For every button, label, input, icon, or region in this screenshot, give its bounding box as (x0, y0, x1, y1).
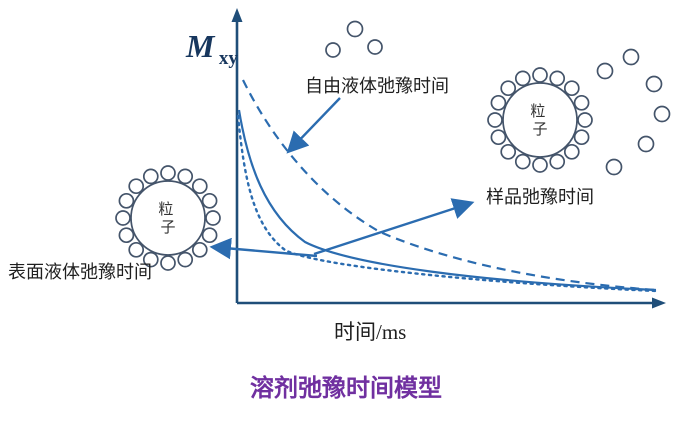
y-axis-label: M xy (185, 28, 238, 69)
x-axis-label: 时间/ms (334, 320, 406, 344)
left-particle-label: 粒 子 (158, 201, 177, 236)
right-particle: 粒 子 (487, 67, 593, 173)
molecule-icon (653, 105, 671, 123)
left-particle: 粒 子 (115, 165, 221, 271)
molecule-icon (637, 135, 655, 153)
molecule-icon (605, 158, 623, 176)
left-particle-core-icon (130, 180, 206, 256)
surface-liquid-curve (236, 114, 658, 293)
y-axis-arrow-icon (231, 8, 243, 22)
molecule-icon (645, 75, 663, 93)
molecule-icon (596, 62, 614, 80)
x-axis-arrow-icon (652, 297, 666, 309)
free-liquid-arrow-icon (286, 97, 341, 154)
sample-annotation: 样品弛豫时间 (486, 187, 594, 207)
sample-curve (237, 109, 657, 292)
molecule-icon (367, 39, 383, 55)
molecule-icon (346, 20, 364, 38)
right-particle-core-icon (502, 82, 578, 158)
free-molecules (325, 20, 671, 176)
free-liquid-annotation: 自由液体弛豫时间 (305, 76, 449, 96)
figure-title: 溶剂弛豫时间模型 (250, 374, 442, 402)
surface-liquid-arrow-icon (209, 237, 318, 260)
sample-arrow-icon (313, 198, 475, 256)
free-liquid-curve (242, 79, 657, 292)
surface-liquid-annotation: 表面液体弛豫时间 (8, 262, 152, 282)
axes (231, 8, 666, 309)
molecule-icon (325, 42, 341, 58)
right-particle-shell-icon (487, 67, 593, 173)
curves (236, 79, 658, 293)
molecule-icon (622, 48, 640, 66)
right-particle-label: 粒 子 (530, 103, 549, 138)
left-particle-shell-icon (115, 165, 221, 271)
annotation-arrows (209, 97, 475, 260)
